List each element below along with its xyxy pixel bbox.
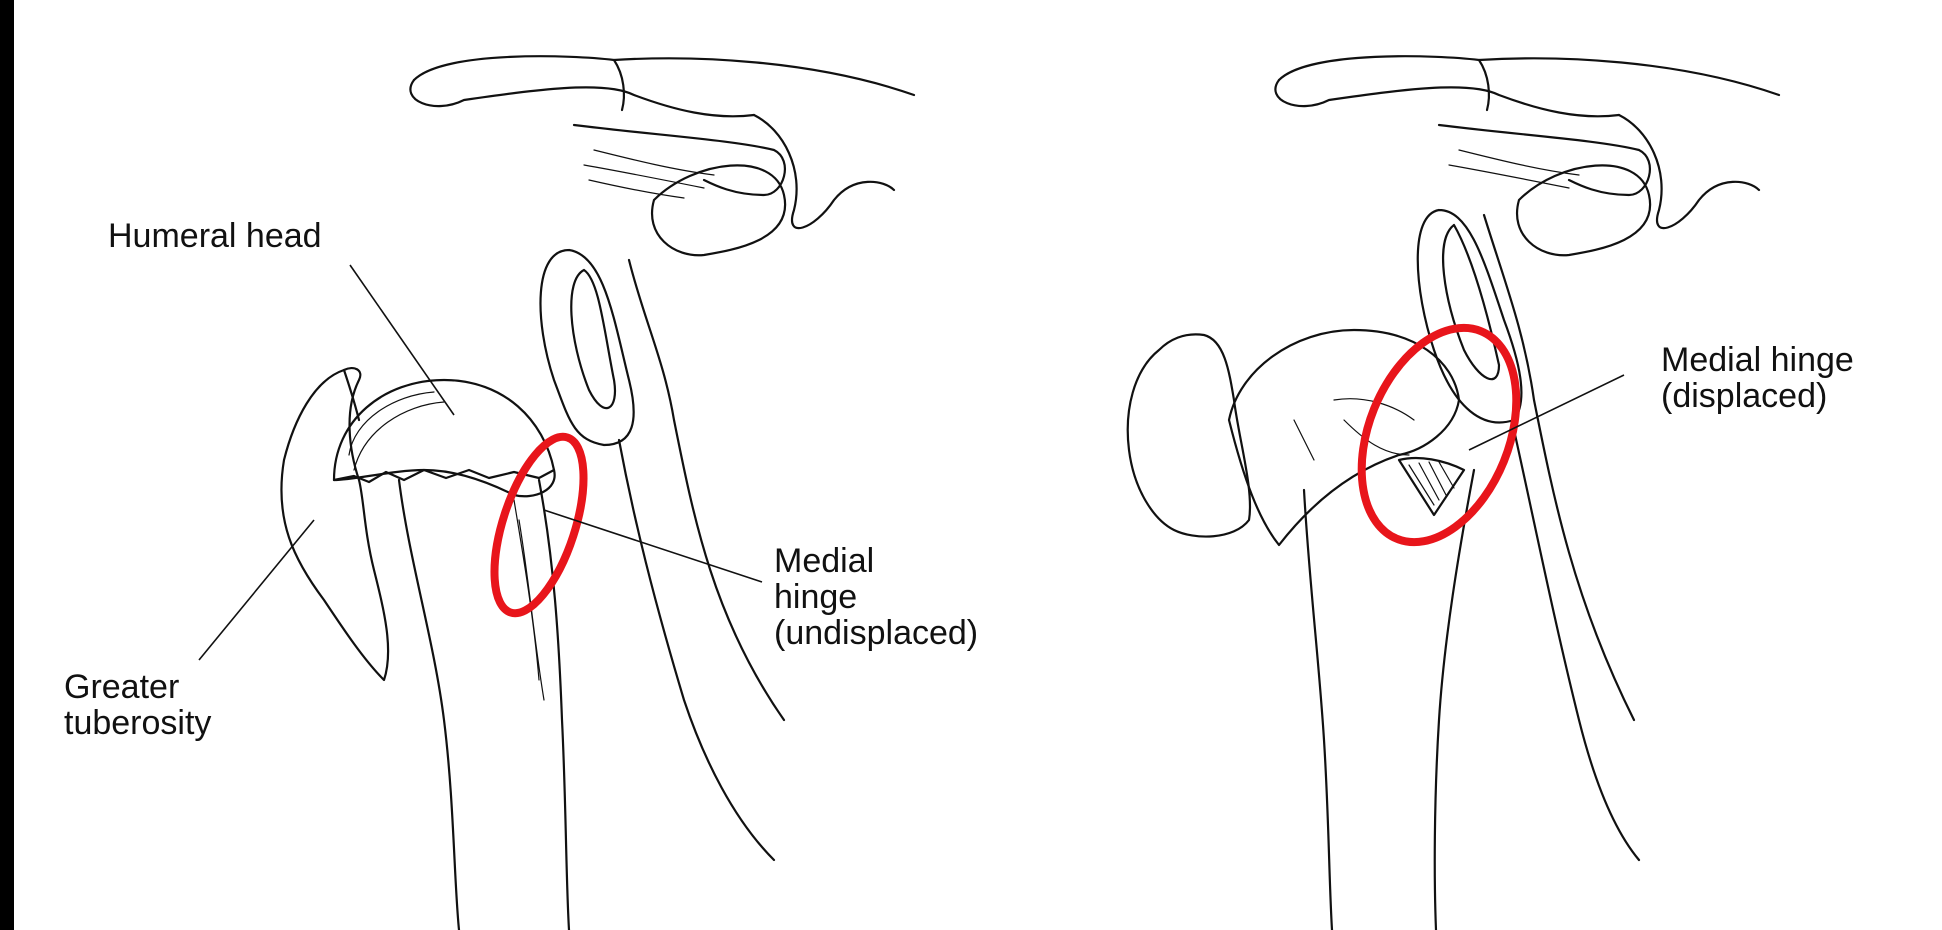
left-medial-hinge-highlight	[476, 426, 601, 623]
right-coracoid	[1517, 165, 1650, 255]
humeral-head-leader	[350, 265, 454, 415]
right-glenoid	[1418, 210, 1522, 422]
medial-hinge-displaced-label: Medial hinge (displaced)	[1661, 342, 1854, 414]
right-humeral-head	[1229, 330, 1459, 545]
right-shoulder-drawing	[1128, 56, 1779, 930]
right-humeral-shaft	[1304, 490, 1332, 930]
left-clavicle	[414, 56, 914, 95]
greater-tuberosity-label: Greater tuberosity	[64, 669, 211, 741]
left-greater-tuberosity	[281, 368, 388, 680]
greater-tuberosity-leader	[199, 520, 314, 660]
right-greater-tuberosity	[1128, 334, 1250, 536]
left-coracoid	[652, 165, 785, 255]
left-humeral-shaft	[399, 480, 459, 930]
left-shoulder-drawing	[281, 56, 914, 930]
right-clavicle	[1279, 56, 1779, 95]
illustration-panel: Humeral head Greater tuberosity Medial h…	[14, 0, 1942, 930]
medial-hinge-undisplaced-leader	[544, 510, 762, 582]
medial-hinge-undisplaced-label: Medial hinge (undisplaced)	[774, 543, 978, 651]
shoulder-fracture-illustration	[14, 0, 1942, 930]
humeral-head-label: Humeral head	[108, 218, 322, 254]
left-glenoid	[540, 250, 633, 445]
medial-hinge-displaced-leader	[1469, 375, 1624, 450]
